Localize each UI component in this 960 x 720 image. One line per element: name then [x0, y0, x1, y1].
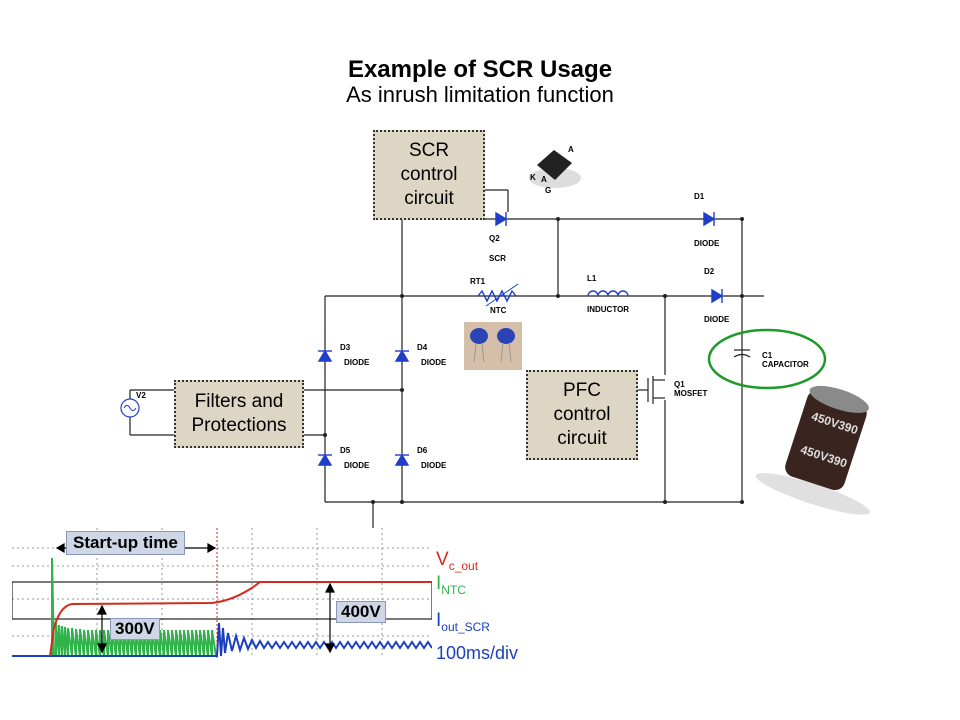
diode-d6-icon [394, 453, 410, 466]
d4-type: DIODE [421, 358, 447, 367]
l1-ref: L1 [587, 274, 597, 283]
d3-ref: D3 [340, 343, 351, 352]
voltage-300-label: 300V [110, 618, 160, 640]
d6-ref: D6 [417, 446, 428, 455]
voltage-400-label: 400V [336, 601, 386, 623]
capacitor-highlight [707, 328, 827, 390]
d2-type: DIODE [704, 315, 730, 324]
diode-d3-icon [317, 349, 333, 362]
diode-d5-icon [317, 453, 333, 466]
legend-intc: INTC [436, 573, 466, 597]
legend-iscr: Iout_SCR [436, 610, 490, 634]
diode-d4-icon [394, 349, 410, 362]
scr-package-image: A K A G [529, 145, 581, 195]
d5-ref: D5 [340, 446, 351, 455]
q1-ref: Q1 [674, 380, 685, 389]
inductor-l1-icon [587, 290, 629, 297]
d4-ref: D4 [417, 343, 428, 352]
slide-subtitle: As inrush limitation function [346, 82, 614, 107]
d2-ref: D2 [704, 267, 715, 276]
capacitor-photo: 450V390 450V390 [755, 385, 870, 515]
svg-text:K: K [530, 173, 536, 182]
startup-time-label: Start-up time [66, 531, 185, 555]
c1-ref: C1 [762, 351, 773, 360]
slide-title: Example of SCR Usage [347, 56, 613, 83]
ntc-photo [464, 322, 522, 370]
svg-text:A: A [541, 175, 547, 184]
q2-type: SCR [489, 254, 506, 263]
d1-type: DIODE [694, 239, 720, 248]
diode-d2-icon [711, 288, 724, 304]
q2-ref: Q2 [489, 234, 500, 243]
mosfet-q1-icon [647, 376, 665, 404]
l1-type: INDUCTOR [587, 305, 629, 314]
rt1-type: NTC [490, 306, 507, 315]
c1-type: CAPACITOR [762, 360, 809, 369]
v2-ref: V2 [136, 391, 146, 400]
d6-type: DIODE [421, 461, 447, 470]
q1-type: MOSFET [674, 389, 707, 398]
timebase-label: 100ms/div [436, 643, 519, 663]
svg-text:A: A [568, 145, 574, 154]
svg-text:G: G [545, 186, 551, 195]
rt1-ref: RT1 [470, 277, 486, 286]
ntc-rt1-icon [477, 289, 517, 303]
scr-q2-icon [495, 211, 508, 227]
d3-type: DIODE [344, 358, 370, 367]
d1-ref: D1 [694, 192, 705, 201]
d5-type: DIODE [344, 461, 370, 470]
legend-vc-out: Vc_out [436, 549, 479, 573]
diode-d1-icon [703, 211, 716, 227]
